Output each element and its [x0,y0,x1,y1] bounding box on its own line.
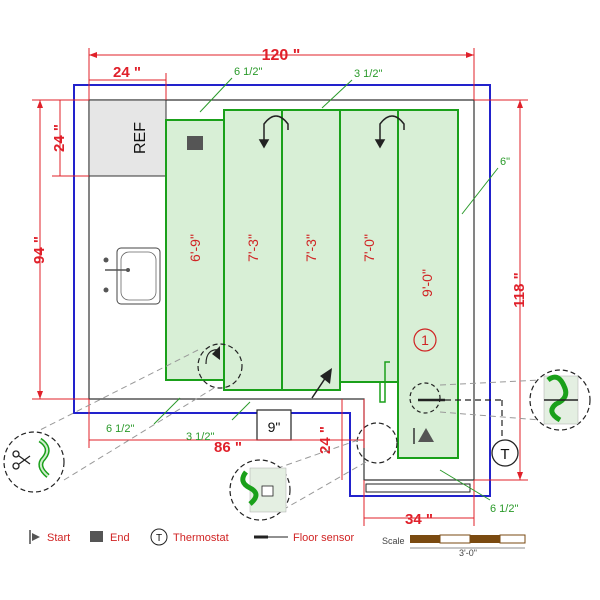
start-marker-icon [413,428,434,444]
run-label-2: 7'-3" [245,234,261,262]
detail-circle-1 [197,343,243,389]
clearance-bottom-left: 6 1/2" [106,423,134,435]
start-gap-label: 9" [268,419,281,435]
scale-bar: Scale 3'-0" [382,534,526,558]
sensor-detail [529,369,591,431]
scissors-icon [12,450,31,470]
scissors-detail [3,431,65,493]
clearance-top-mid: 3 1/2" [354,68,382,80]
direction-arrow [311,368,332,399]
thermostat-icon: T [491,439,519,467]
dim-bottom-offset: 86 " [214,439,242,456]
legend: Start End T Thermostat Floor sensor [29,528,354,546]
detail-circle-2 [356,422,398,464]
clearance-top-left: 6 1/2" [234,66,262,78]
legend-start-icon [29,530,40,544]
clearance-right: 6" [500,156,510,168]
floor-sensor-icon [418,398,503,436]
legend-thermostat: Thermostat [173,532,229,544]
dim-notch-width: 34 " [405,511,433,528]
dim-width-total: 120 " [262,47,301,64]
legend-end: End [110,532,130,544]
refrigerator [88,99,167,177]
legend-thermostat-icon [150,528,168,546]
clearance-bottom-right: 6 1/2" [490,503,518,515]
notch-cut [340,361,390,403]
detail-circle-3 [409,382,441,414]
dim-ref-depth: 24 " [51,124,68,152]
zone-number: 1 [421,332,429,348]
run-label-5: 9'-0" [419,269,435,297]
run-label-3: 7'-3" [303,234,319,262]
legend-floor-sensor: Floor sensor [293,532,354,544]
run-label-1: 6'-9" [187,234,203,262]
dim-right-height: 118 " [511,272,528,307]
turn-arrow-icon [258,115,405,149]
clearance-bottom-mid: 3 1/2" [186,431,214,443]
notch-trim [365,483,471,493]
dim-left-height: 94 " [31,236,48,264]
dim-ref-width: 24 " [113,64,141,81]
clearance-leaders [153,77,499,501]
legend-end-icon [90,531,103,542]
thermostat-symbol: T [500,446,509,463]
start-detail [229,459,291,521]
zone-badge [413,328,437,352]
outer-wall [73,84,491,497]
scale-value: 3'-0" [459,548,477,558]
dimension-arrows [37,52,523,480]
legend-start: Start [47,532,70,544]
run-label-4: 7'-0" [361,234,377,262]
heating-mat [165,109,459,459]
scale-label: Scale [382,536,405,546]
dimension-lines [32,48,528,526]
sink-icon [103,247,161,305]
legend-thermostat-symbol: T [156,533,162,544]
end-marker-icon [187,136,203,150]
callout-guides [39,349,541,509]
ref-label: REF [132,122,149,154]
dim-notch-depth: 24 " [317,426,334,454]
